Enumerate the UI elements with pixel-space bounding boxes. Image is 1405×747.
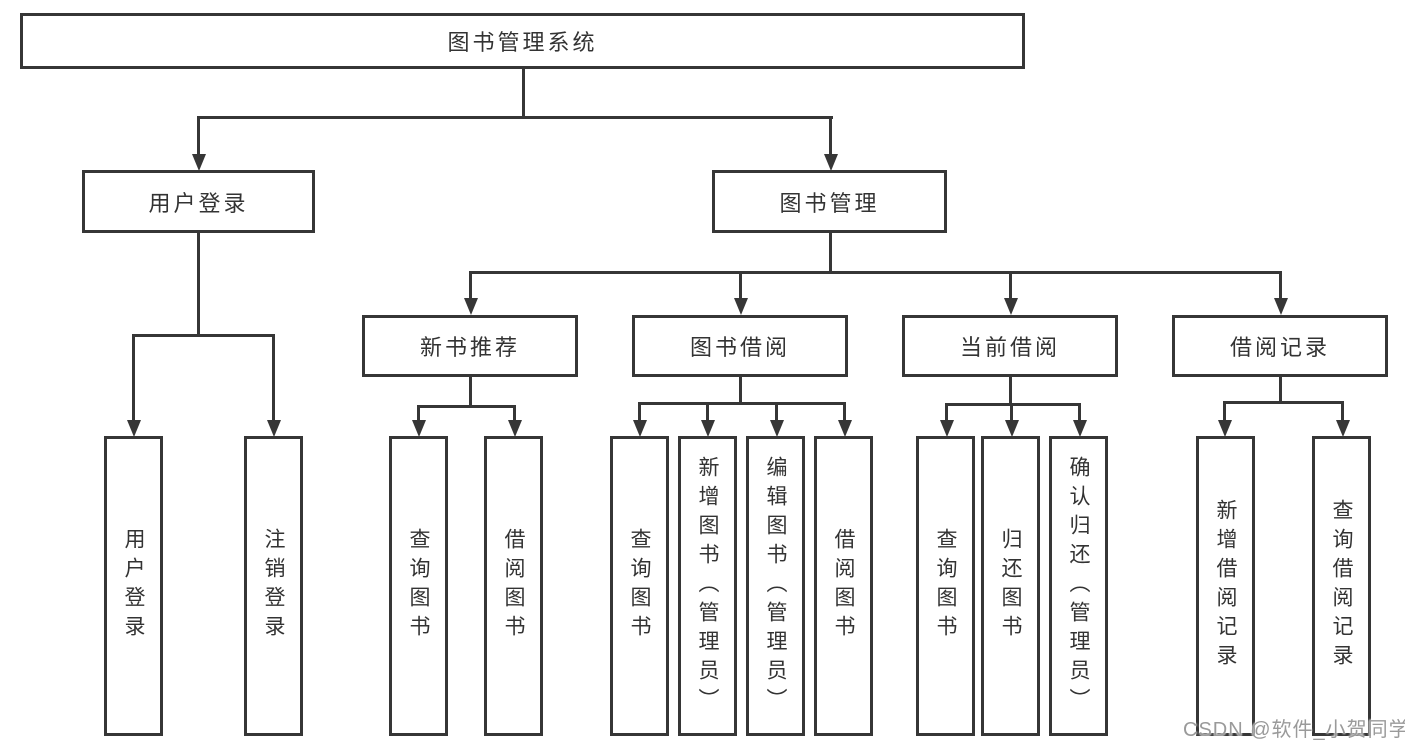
- connector-line: [417, 405, 516, 408]
- arrowhead-down-icon: [770, 420, 784, 437]
- connector-line: [739, 375, 742, 405]
- connector-line: [469, 375, 472, 408]
- node-label: 借阅图书: [502, 528, 525, 644]
- connector-line: [522, 66, 525, 119]
- connector-line: [945, 403, 1081, 406]
- leaf-edit-book-admin: 编辑图书（管理员）: [746, 436, 805, 736]
- node-label: 注销登录: [262, 528, 285, 644]
- leaf-borrow-books: 借阅图书: [484, 436, 543, 736]
- leaf-return-books: 归还图书: [981, 436, 1040, 736]
- node-label: 归还图书: [999, 528, 1022, 644]
- connector-line: [1279, 375, 1282, 404]
- node-label: 查询图书: [407, 528, 430, 644]
- leaf-user-login: 用户登录: [104, 436, 163, 736]
- arrowhead-down-icon: [412, 420, 426, 437]
- arrowhead-down-icon: [1073, 420, 1087, 437]
- node-borrowing-records: 借阅记录: [1172, 315, 1388, 377]
- node-label: 新书推荐: [419, 335, 520, 360]
- connector-line: [1279, 271, 1282, 301]
- connector-line: [739, 271, 742, 301]
- node-user-login: 用户登录: [82, 170, 315, 233]
- connector-line: [197, 116, 200, 158]
- connector-line: [706, 402, 709, 423]
- node-label: 图书借阅: [689, 335, 790, 360]
- node-label: 编辑图书（管理员）: [764, 455, 787, 717]
- node-label: 图书管理系统: [447, 30, 598, 55]
- connector-line: [469, 271, 1282, 274]
- arrowhead-down-icon: [464, 298, 478, 315]
- node-book-management: 图书管理: [712, 170, 947, 233]
- arrowhead-down-icon: [824, 154, 838, 171]
- node-new-book-recommend: 新书推荐: [362, 315, 578, 377]
- node-label: 查询图书: [934, 528, 957, 644]
- connector-line: [469, 271, 472, 301]
- leaf-borrow-books: 借阅图书: [814, 436, 873, 736]
- node-label: 借阅图书: [832, 528, 855, 644]
- connector-line: [197, 116, 833, 119]
- leaf-add-book-admin: 新增图书（管理员）: [678, 436, 737, 736]
- connector-line: [513, 405, 516, 423]
- leaf-query-books: 查询图书: [610, 436, 669, 736]
- node-label: 新增图书（管理员）: [696, 455, 719, 717]
- connector-line: [272, 334, 275, 423]
- node-label: 确认归还（管理员）: [1067, 455, 1090, 717]
- leaf-logout: 注销登录: [244, 436, 303, 736]
- connector-line: [1223, 401, 1344, 404]
- watermark: CSDN @软件_小贺同学: [1183, 719, 1405, 741]
- arrowhead-down-icon: [1218, 420, 1232, 437]
- connector-line: [1223, 401, 1226, 423]
- arrowhead-down-icon: [701, 420, 715, 437]
- node-label: 查询借阅记录: [1330, 499, 1353, 673]
- connector-line: [1009, 375, 1012, 406]
- connector-line: [829, 116, 832, 158]
- arrowhead-down-icon: [508, 420, 522, 437]
- connector-line: [638, 402, 641, 423]
- connector-line: [132, 334, 275, 337]
- node-root-library-management-system: 图书管理系统: [20, 13, 1025, 69]
- node-book-borrowing: 图书借阅: [632, 315, 848, 377]
- arrowhead-down-icon: [1005, 420, 1019, 437]
- connector-line: [843, 402, 846, 423]
- connector-line: [132, 334, 135, 423]
- connector-line: [1010, 403, 1013, 423]
- arrowhead-down-icon: [267, 420, 281, 437]
- arrowhead-down-icon: [838, 420, 852, 437]
- leaf-query-borrow-record: 查询借阅记录: [1312, 436, 1371, 736]
- node-label: 新增借阅记录: [1214, 499, 1237, 673]
- arrowhead-down-icon: [633, 420, 647, 437]
- arrowhead-down-icon: [734, 298, 748, 315]
- leaf-add-borrow-record: 新增借阅记录: [1196, 436, 1255, 736]
- connector-line: [775, 402, 778, 423]
- node-label: 当前借阅: [959, 335, 1060, 360]
- arrowhead-down-icon: [1336, 420, 1350, 437]
- node-label: 查询图书: [628, 528, 651, 644]
- arrowhead-down-icon: [127, 420, 141, 437]
- arrowhead-down-icon: [192, 154, 206, 171]
- node-label: 用户登录: [148, 190, 249, 216]
- connector-line: [638, 402, 846, 405]
- node-label: 用户登录: [122, 528, 145, 644]
- leaf-confirm-return-admin: 确认归还（管理员）: [1049, 436, 1108, 736]
- connector-line: [197, 231, 200, 337]
- node-label: 借阅记录: [1229, 335, 1330, 360]
- leaf-query-books: 查询图书: [916, 436, 975, 736]
- arrowhead-down-icon: [940, 420, 954, 437]
- arrowhead-down-icon: [1004, 298, 1018, 315]
- arrowhead-down-icon: [1274, 298, 1288, 315]
- connector-line: [417, 405, 420, 423]
- connector-line: [945, 403, 948, 423]
- leaf-query-books: 查询图书: [389, 436, 448, 736]
- connector-line: [1341, 401, 1344, 423]
- connector-line: [1009, 271, 1012, 301]
- connector-line: [1078, 403, 1081, 423]
- connector-line: [829, 231, 832, 274]
- node-current-borrowing: 当前借阅: [902, 315, 1118, 377]
- node-label: 图书管理: [779, 190, 880, 216]
